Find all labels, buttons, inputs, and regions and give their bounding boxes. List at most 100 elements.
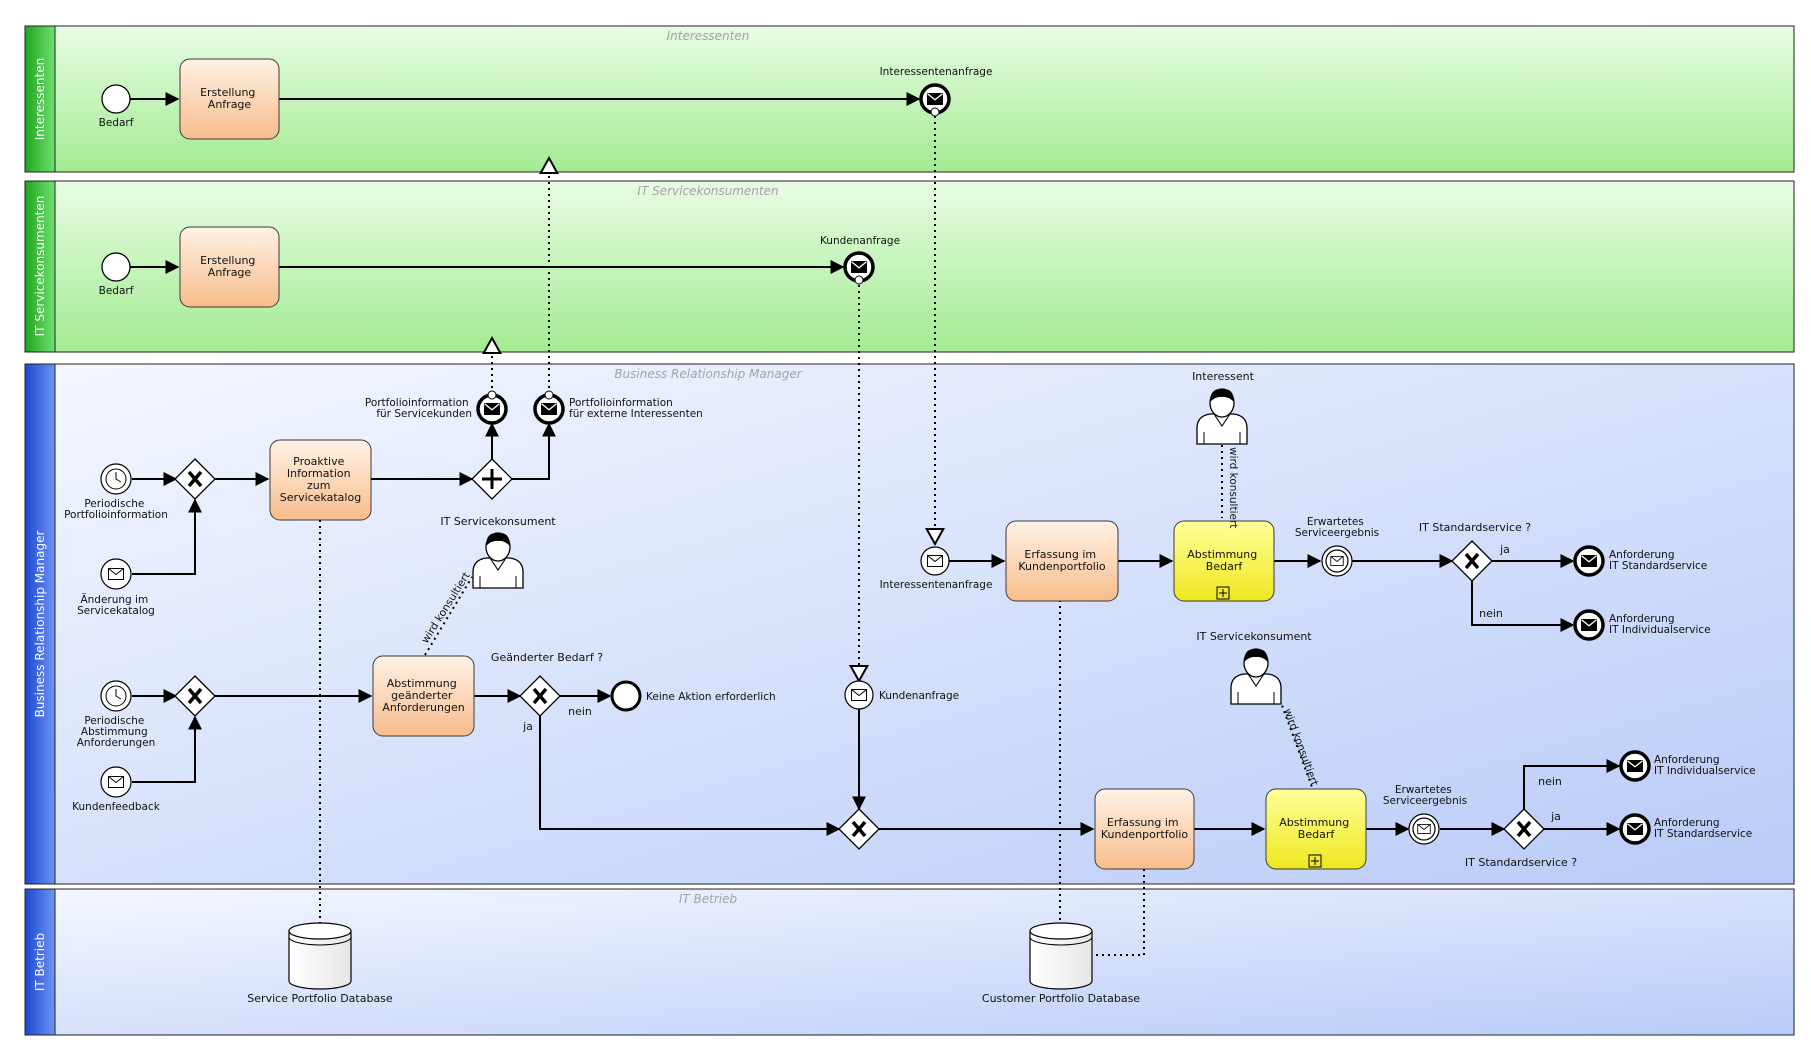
envelope-icon [851,261,867,273]
subprocess-abstimmung-bedarf-bottom: Abstimmung Bedarf [1265,788,1367,870]
flow-label-ja: ja [1550,810,1561,823]
pool-label-konsumenten: IT Servicekonsumenten [33,196,47,337]
event-label-line: IT Individualservice [1609,624,1711,636]
event-label-line: Anforderung [1654,754,1720,766]
task-label-line: Erfassung im [1024,548,1096,561]
event-label: Interessentenanfrage [880,66,993,78]
task-label-line: Erfassung im [1107,816,1179,829]
gateway-label: IT Standardservice ? [1419,521,1531,534]
svg-text:Abstimmung Bedarf: Abstimmung Bedarf [1187,548,1260,573]
start-event-bedarf-konsumenten: Bedarf [99,252,134,297]
task-label-line: Abstimmung [1279,816,1349,829]
task-label-line: Erstellung [200,254,255,267]
svg-text:Anforderung IT Individua: Anforderung IT Individualservice [1609,613,1711,636]
svg-text:Änderung im Servicekatal: Änderung im Servicekatalog [77,593,155,617]
svg-text:Erfassung im Kundenportf: Erfassung im Kundenportfolio [1101,816,1189,841]
event-label-line: Periodische [84,498,144,510]
task-label-line: Anforderungen [382,701,464,714]
event-label-line: IT Individualservice [1654,765,1756,777]
svg-text:Erwartetes Serviceergebn: Erwartetes Serviceergebnis [1295,516,1379,539]
flow-label-nein: nein [568,705,592,718]
task-label-line: Abstimmung [1187,548,1257,561]
message-flows [492,110,935,681]
event-label-line: IT Standardservice [1654,828,1752,840]
svg-text:Anforderung IT Standards: Anforderung IT Standardservice [1654,817,1752,840]
timer-start-periodische-portfolioinformation: Periodische Portfolioinformation [64,463,168,521]
association-label: wird konsultiert [1227,447,1239,528]
event-label: Bedarf [99,285,134,297]
end-event-anforderung-individual-top: Anforderung IT Individualservice [1573,609,1711,641]
gateway-label: IT Standardservice ? [1465,856,1577,869]
end-event-anforderung-standard-top: Anforderung IT Standardservice [1573,545,1707,577]
lane-ghost-title: IT Servicekonsumenten [637,184,778,198]
svg-text:Proaktive Information: Proaktive Information zum Servicekatalog [280,455,361,504]
xor-gateway-it-standardservice-top: IT Standardservice ? ja nein [1419,521,1531,620]
actor-label: Interessent [1192,370,1255,383]
end-event-kundenanfrage: Kundenanfrage [820,235,900,285]
lane-ghost-title: IT Betrieb [679,892,738,906]
envelope-icon [1581,619,1597,631]
event-label-line: IT Standardservice [1609,560,1707,572]
xor-gateway-2 [174,675,216,717]
event-label-line: Anforderung [1654,817,1720,829]
flow-label-nein: nein [1538,775,1562,788]
event-label: Keine Aktion erforderlich [646,691,776,703]
sequence-flows [130,92,1621,836]
datastore-label: Customer Portfolio Database [982,992,1140,1005]
event-label-line: Änderung im [80,593,148,606]
event-label-line: Anforderungen [77,737,156,749]
task-label-line: Information [287,467,351,480]
task-erfassung-kundenportfolio-bottom: Erfassung im Kundenportfolio [1094,788,1195,870]
svg-text:Abstimmung Bedarf: Abstimmung Bedarf [1279,816,1352,841]
lane-ghost-title: Interessenten [667,29,750,43]
envelope-icon [1627,823,1643,835]
end-event-portfolioinfo-extern: Portfolioinformation für externe Interes… [533,390,703,425]
event-label: Interessentenanfrage [880,579,993,591]
svg-text:Anforderung IT Individua: Anforderung IT Individualservice [1654,754,1756,777]
envelope-icon [927,555,943,567]
task-erstellung-anfrage-interessenten: Erstellung Anfrage [179,58,280,140]
xor-gateway-merge [838,808,880,850]
clock-icon [115,689,122,700]
envelope-icon [1627,760,1643,772]
message-start-aenderung-servicekatalog: Änderung im Servicekatalog [77,558,155,617]
event-label-line: Abstimmung [81,726,148,738]
event-label: Kundenfeedback [72,801,161,813]
datastore-service-portfolio: Service Portfolio Database [247,922,393,1005]
event-label-line: Anforderung [1609,613,1675,625]
event-label-line: Portfolioinformation [569,397,673,409]
event-label-line: Portfolioinformation [365,397,469,409]
pool-label-brm: Business Relationship Manager [33,531,47,718]
actor-it-servicekonsument-1: IT Servicekonsument [440,515,556,589]
collapsed-subprocess-icon [1308,854,1322,868]
intermediate-event-erwartetes-serviceergebnis-top: Erwartetes Serviceergebnis [1295,516,1379,577]
datastore-label: Service Portfolio Database [247,992,393,1005]
end-event-anforderung-individual-bottom: Anforderung IT Individualservice [1619,750,1756,782]
event-label-line: Periodische [84,715,144,727]
end-event-portfolioinfo-servicekunden: Portfolioinformation für Servicekunden [365,390,508,425]
event-label: Bedarf [99,117,134,129]
pool-label-betrieb: IT Betrieb [33,933,47,991]
event-label: Kundenanfrage [879,690,959,702]
svg-text:Portfolioinformation für: Portfolioinformation für Servicekunden [365,397,472,420]
event-label-line: Serviceergebnis [1383,795,1467,807]
task-label-line: Abstimmung [387,677,457,690]
task-label-line: zum [307,479,330,492]
task-label-line: Kundenportfolio [1101,828,1189,841]
collapsed-subprocess-icon [1216,586,1230,600]
envelope-icon [484,403,500,415]
end-event-keine-aktion: Keine Aktion erforderlich [610,680,776,712]
actor-it-servicekonsument-2: IT Servicekonsument [1196,630,1312,705]
event-label-line: Serviceergebnis [1295,527,1379,539]
parallel-gateway [471,458,513,500]
database-icon [288,931,352,990]
event-label-line: Erwartetes [1307,516,1364,528]
actor-label: IT Servicekonsument [1196,630,1312,643]
clock-icon [115,472,122,483]
timer-start-periodische-abstimmung: Periodische Abstimmung Anforderungen [77,680,156,749]
end-event-interessentenanfrage: Interessentenanfrage [880,66,993,117]
task-erfassung-kundenportfolio-top: Erfassung im Kundenportfolio [1005,520,1119,602]
actor-label: IT Servicekonsument [440,515,556,528]
task-proaktive-information: Proaktive Information zum Servicekatalog [269,439,372,521]
